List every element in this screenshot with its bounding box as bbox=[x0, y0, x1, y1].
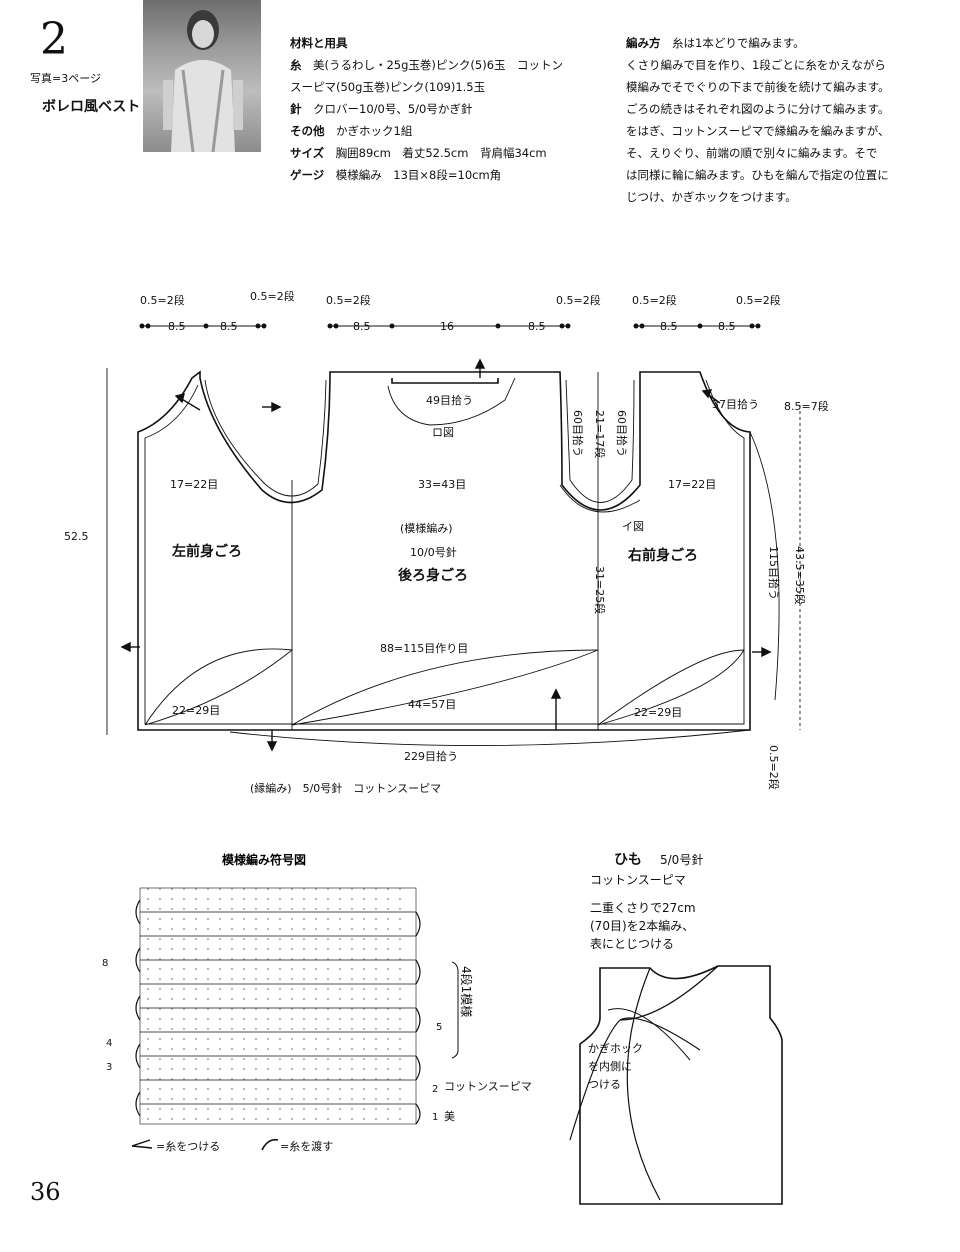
right-front-label: 右前身ごろ bbox=[627, 547, 698, 564]
row-marker: 4 bbox=[106, 1038, 112, 1049]
attach-yarn-icon bbox=[131, 1139, 153, 1149]
depth-label: 21=17段 bbox=[593, 410, 607, 458]
other-value: かぎホック1組 bbox=[336, 124, 413, 138]
materials-heading: 材料と用具 bbox=[290, 36, 348, 50]
front-pickup-label: 115目拾う bbox=[767, 546, 781, 600]
width-label: 17=22目 bbox=[170, 478, 218, 491]
width-label: 16 bbox=[440, 320, 454, 333]
legend-attach: =糸をつける bbox=[156, 1140, 220, 1153]
stitch-pattern-label: (模様編み) bbox=[400, 521, 453, 535]
width-label: 44=57目 bbox=[408, 698, 456, 711]
needle-size-label: 10/0号針 bbox=[410, 545, 457, 559]
i-figure-ref: イ図 bbox=[622, 520, 644, 533]
yarn-uruwashi-label: 美 bbox=[444, 1110, 455, 1123]
armhole-pickup-label: 60目拾う bbox=[571, 410, 585, 457]
bottom-edge-label: 0.5=2段 bbox=[767, 745, 781, 790]
method-line: 模編みでそでぐりの下まで前後を続けて編みます。 bbox=[626, 80, 890, 94]
string-needle: 5/0号針 bbox=[660, 852, 703, 867]
method-block: 編み方 糸は1本どりで編みます。 くさり編みで目を作り、1段ごとに糸をかえながら… bbox=[626, 32, 960, 208]
method-line: ごろの続きはそれぞれ図のように分けて編みます。 bbox=[626, 102, 890, 116]
width-label: 22=29目 bbox=[634, 706, 682, 719]
top-dim-label: 0.5=2段 bbox=[736, 293, 781, 307]
method-line: くさり編みで目を作り、1段ごとに糸をかえながら bbox=[626, 58, 886, 72]
width-label: 8.5 bbox=[353, 320, 371, 333]
stitch-chart bbox=[135, 887, 459, 1125]
edging-label: (縁編み) 5/0号針 コットンスーピマ bbox=[250, 781, 441, 795]
other-label: その他 bbox=[290, 124, 325, 138]
size-label: サイズ bbox=[290, 146, 325, 160]
hook-note: を内側に bbox=[588, 1059, 632, 1073]
height-label: 52.5 bbox=[64, 530, 89, 543]
row-marker: 3 bbox=[106, 1062, 112, 1073]
top-dim-label: 0.5=2段 bbox=[326, 293, 371, 307]
photo-reference: 写真=3ページ bbox=[30, 72, 101, 85]
garment-outline bbox=[137, 370, 751, 731]
width-label: 8.5 bbox=[718, 320, 736, 333]
yarn-label: 糸 bbox=[290, 58, 302, 72]
pattern-title: ボレロ風ベスト bbox=[42, 99, 141, 115]
width-label: 33=43目 bbox=[418, 478, 466, 491]
size-value: 胸囲89cm 着丈52.5cm 背肩幅34cm bbox=[335, 146, 547, 160]
string-desc: (70目)を2本編み、 bbox=[590, 918, 694, 933]
width-label: 8.5 bbox=[168, 320, 186, 333]
width-label: 8.5 bbox=[220, 320, 238, 333]
width-label: 17=22目 bbox=[668, 478, 716, 491]
method-line: じつけ、かぎホックをつけます。 bbox=[626, 190, 797, 204]
legend-carry: =糸を渡す bbox=[280, 1139, 333, 1153]
row-marker: 8 bbox=[102, 958, 108, 969]
row-marker: 5 bbox=[436, 1022, 442, 1033]
method-line: をはぎ、コットンスーピマで縁編みを編みますが、 bbox=[626, 124, 890, 138]
method-line: 糸は1本どりで編みます。 bbox=[672, 36, 805, 50]
top-dim-label: 0.5=2段 bbox=[632, 293, 677, 307]
yarn-cotton-label: コットンスーピマ bbox=[444, 1080, 532, 1093]
top-dim-label: 0.5=2段 bbox=[250, 289, 295, 303]
armhole-pickup-label: 37目拾う bbox=[712, 397, 759, 411]
chart-title: 模様編み符号図 bbox=[222, 852, 306, 867]
method-line: は同様に輪に編みます。ひもを編んで指定の位置に bbox=[626, 168, 889, 182]
width-label: 8.5 bbox=[660, 320, 678, 333]
depth-label: 31=25段 bbox=[593, 566, 607, 614]
neck-pickup-label: 49目拾う bbox=[426, 393, 473, 407]
width-label: 22=29目 bbox=[172, 704, 220, 717]
top-dim-label: 0.5=2段 bbox=[556, 293, 601, 307]
right-dim-label: 8.5=7段 bbox=[784, 399, 829, 413]
hook-note: かぎホック bbox=[588, 1041, 643, 1055]
cast-on-label: 88=115目作り目 bbox=[380, 642, 468, 655]
pattern-number: 2 bbox=[40, 14, 68, 65]
carry-yarn-icon bbox=[261, 1138, 279, 1151]
page-number: 36 bbox=[30, 1178, 61, 1206]
left-front-label: 左前身ごろ bbox=[171, 543, 242, 560]
width-label: 8.5 bbox=[528, 320, 546, 333]
hook-note: つける bbox=[588, 1078, 621, 1091]
back-body-label: 後ろ身ごろ bbox=[398, 567, 468, 584]
armhole-pickup-label: 60目拾う bbox=[615, 410, 629, 457]
needle-label: 針 bbox=[290, 102, 302, 116]
string-desc: 表にとじつける bbox=[590, 937, 674, 951]
yarn-value-2: スーピマ(50g玉巻)ピンク(109)1.5玉 bbox=[290, 80, 486, 94]
row-marker: 2 bbox=[432, 1084, 438, 1095]
gauge-label: ゲージ bbox=[290, 168, 325, 182]
string-yarn: コットンスーピマ bbox=[590, 873, 686, 887]
materials-block: 材料と用具 糸 美(うるわし・25g玉巻)ピンク(5)6玉 コットン スーピマ(… bbox=[290, 32, 610, 186]
top-dim-label: 0.5=2段 bbox=[140, 293, 185, 307]
ro-figure-ref: ロ図 bbox=[432, 426, 454, 439]
needle-value: クロバー10/0号、5/0号かぎ針 bbox=[313, 102, 473, 116]
repeat-label: 4段1模様 bbox=[459, 966, 474, 1017]
depth-label: 43.5=35段 bbox=[793, 546, 807, 605]
bottom-pickup-label: 229目拾う bbox=[404, 749, 458, 763]
method-line: そ、えりぐり、前端の順で別々に編みます。そで bbox=[626, 146, 878, 160]
row-marker: 1 bbox=[432, 1112, 438, 1123]
string-desc: 二重くさりで27cm bbox=[590, 901, 696, 915]
model-photo bbox=[143, 0, 261, 152]
string-title: ひも bbox=[614, 852, 642, 868]
method-heading: 編み方 bbox=[626, 36, 661, 50]
gauge-value: 模様編み 13目×8段=10cm角 bbox=[335, 168, 502, 182]
vest-sketch bbox=[569, 965, 783, 1205]
yarn-value: 美(うるわし・25g玉巻)ピンク(5)6玉 コットン bbox=[313, 58, 564, 72]
